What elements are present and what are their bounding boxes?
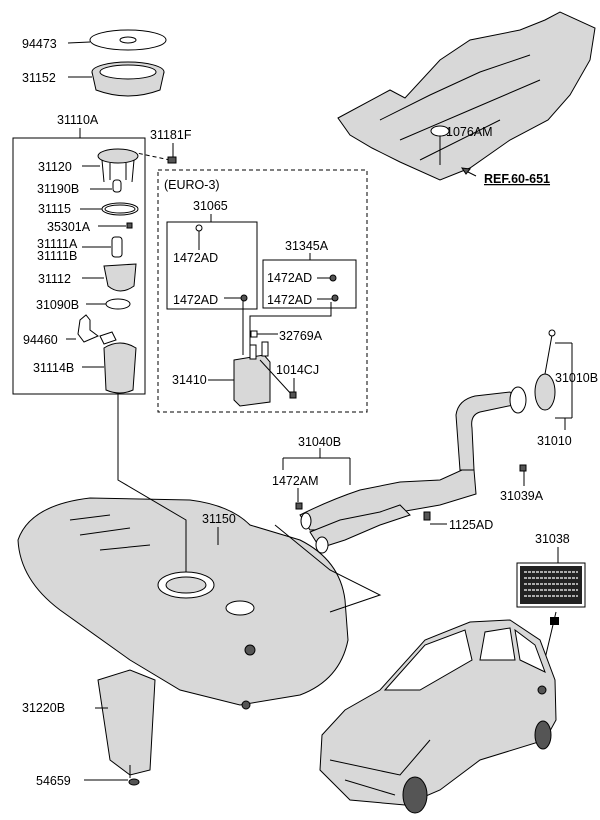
label-1472AM: 1472AM	[272, 474, 319, 488]
label-1125AD: 1125AD	[449, 518, 493, 532]
label-1472AD-1: 1472AD	[173, 251, 218, 265]
label-35301A: 35301A	[47, 220, 91, 234]
label-31110A: 31110A	[57, 113, 99, 127]
label-1472AD-3: 1472AD	[267, 271, 312, 285]
label-31114B: 31114B	[33, 361, 74, 375]
gasket-drawing	[67, 29, 167, 51]
label-31040B: 31040B	[298, 435, 341, 449]
label-31115: 31115	[38, 202, 71, 216]
pump-assembly-box	[12, 137, 146, 395]
label-31010B: 31010B	[555, 371, 598, 385]
label-31152: 31152	[22, 71, 56, 85]
label-31120: 31120	[38, 160, 72, 174]
label-31111A: 31111A	[37, 237, 78, 251]
label-1014CJ: 1014CJ	[276, 363, 319, 377]
filler-leaders	[282, 342, 573, 525]
label-31112: 31112	[38, 272, 71, 286]
label-31039A: 31039A	[500, 489, 544, 503]
label-1472AD-2: 1472AD	[173, 293, 218, 307]
fuel-label-sticker-drawing	[516, 562, 586, 681]
label-94460: 94460	[23, 333, 58, 347]
pump-leaders	[66, 165, 126, 368]
label-31220B: 31220B	[22, 701, 65, 715]
label-32769A: 32769A	[279, 329, 323, 343]
label-54659: 54659	[36, 774, 71, 788]
car-drawing	[319, 619, 557, 814]
label-31150: 31150	[202, 512, 236, 526]
floor-panel-drawing	[337, 11, 596, 181]
label-31010: 31010	[537, 434, 572, 448]
euro3-box	[157, 169, 368, 413]
label-31111B: 31111B	[37, 249, 77, 263]
label-31410: 31410	[172, 373, 207, 387]
hose-31345A-box	[262, 259, 357, 309]
canister-drawing	[208, 301, 332, 407]
fuel-tank-drawing	[17, 393, 382, 710]
label-31190B: 31190B	[37, 182, 79, 196]
lock-ring-drawing	[68, 61, 165, 97]
tank-shield-drawing	[84, 669, 156, 786]
label-31038: 31038	[535, 532, 570, 546]
hose-31065-drawing	[195, 224, 248, 302]
clip-31181F-drawing	[167, 156, 177, 164]
reference-link[interactable]: REF.60-651	[484, 172, 550, 186]
label-94473: 94473	[22, 37, 57, 51]
pump-module-parts-drawing	[77, 148, 139, 394]
euro3-label: (EURO-3)	[164, 178, 220, 192]
label-1472AD-4: 1472AD	[267, 293, 312, 307]
label-31345A: 31345A	[285, 239, 329, 253]
label-1076AM: 1076AM	[446, 125, 493, 139]
label-31065: 31065	[193, 199, 228, 213]
hose-31065-box	[166, 221, 258, 310]
label-31090B: 31090B	[36, 298, 79, 312]
hose-31345A-drawing	[317, 264, 352, 302]
filler-neck-drawing	[295, 329, 556, 554]
label-31181F: 31181F	[150, 128, 192, 142]
